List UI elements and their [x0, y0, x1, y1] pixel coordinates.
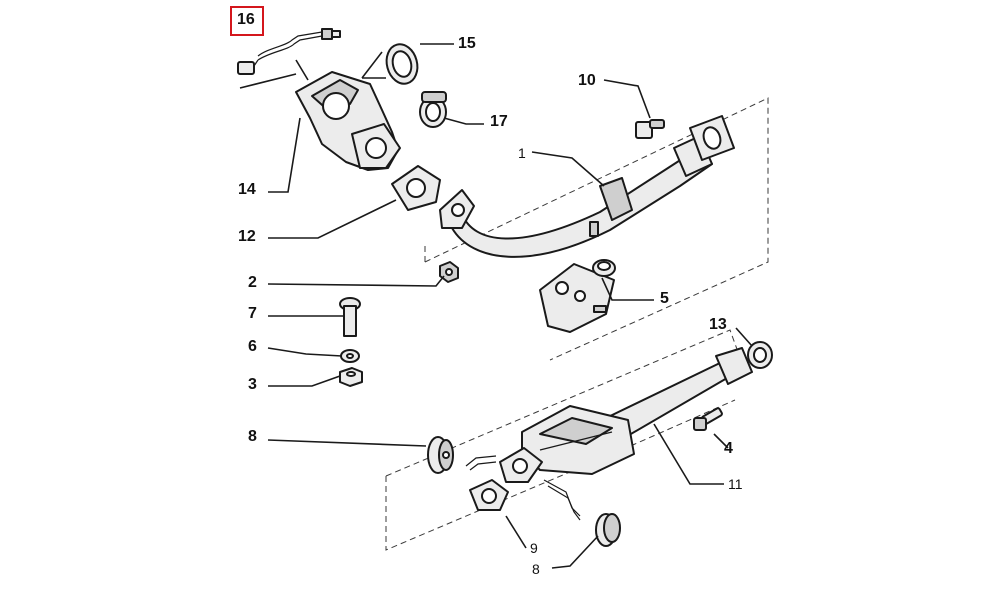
front-pipe-part-1: [439, 115, 735, 258]
callout-15[interactable]: 15: [458, 35, 476, 52]
callout-10[interactable]: 10: [578, 72, 596, 89]
callout-6[interactable]: 6: [248, 338, 257, 355]
callout-9[interactable]: 9: [530, 540, 538, 556]
exhaust-manifold-part-14: [295, 71, 401, 171]
washer-part-6: [340, 349, 360, 363]
clamp-part-17: [419, 91, 447, 128]
callout-2[interactable]: 2: [248, 274, 257, 291]
rubber-mount-part-8-lower: [595, 513, 621, 547]
leader-lines: [239, 43, 753, 569]
callout-17[interactable]: 17: [490, 113, 508, 130]
rubber-mount-part-8-upper: [427, 436, 454, 474]
callout-8-upper[interactable]: 8: [248, 428, 257, 445]
lambda-sensor-part-16: [237, 28, 341, 75]
callout-13[interactable]: 13: [709, 316, 727, 333]
callout-12[interactable]: 12: [238, 228, 256, 245]
gasket-ring-part-15: [385, 43, 419, 85]
callout-3[interactable]: 3: [248, 376, 257, 393]
bolt-part-7: [339, 297, 361, 337]
nut-part-3: [339, 367, 363, 387]
bracket-part-5: [539, 259, 616, 333]
bolt-part-4: [693, 407, 723, 431]
callout-1[interactable]: 1: [518, 145, 526, 161]
flange-gasket-part-12: [391, 165, 441, 211]
callout-7[interactable]: 7: [248, 305, 257, 322]
gasket-part-9: [469, 479, 509, 511]
callout-4[interactable]: 4: [724, 440, 733, 457]
catalytic-converter-part-11: [465, 347, 753, 521]
highlight-box-part-16: [230, 6, 264, 36]
callout-14[interactable]: 14: [238, 181, 256, 198]
nut-part-2: [439, 261, 459, 283]
callout-16[interactable]: 16: [237, 11, 255, 28]
screw-part-10: [635, 119, 665, 139]
ring-part-13: [747, 341, 773, 369]
callout-11[interactable]: 11: [728, 476, 743, 492]
callout-5[interactable]: 5: [660, 290, 669, 307]
callout-8-lower[interactable]: 8: [532, 561, 540, 577]
